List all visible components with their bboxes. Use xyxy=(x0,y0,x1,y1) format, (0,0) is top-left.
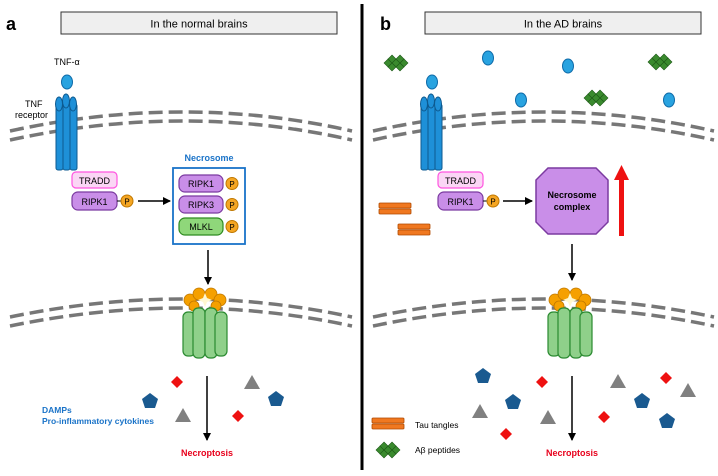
damp-red-diamond xyxy=(171,376,183,388)
damp-blue-pentagon xyxy=(475,368,491,383)
tnf-alpha-molecule xyxy=(61,74,73,90)
damp-gray-triangle xyxy=(610,374,626,388)
damp-blue-pentagon xyxy=(142,393,158,408)
legend-tau-label: Tau tangles xyxy=(415,420,458,430)
phosphate-icon xyxy=(486,194,500,208)
tnf-alpha-molecule xyxy=(663,92,675,108)
tau-tangle xyxy=(397,223,431,236)
panel-a: a In the normal brains TNF-α TNF recepto… xyxy=(6,11,353,458)
tradd-label: TRADD xyxy=(445,176,476,186)
mlkl-pore xyxy=(182,287,228,359)
tnf-receptor-label-2: receptor xyxy=(15,110,48,120)
necrosome-title: Necrosome xyxy=(184,153,233,163)
necroptosis-label: Necroptosis xyxy=(181,448,233,458)
damp-blue-pentagon xyxy=(505,394,521,409)
tnf-alpha-molecule xyxy=(515,92,527,108)
ripk1-label: RIPK1 xyxy=(81,197,107,207)
phosphate-icon xyxy=(120,194,134,208)
tnf-alpha-molecule xyxy=(562,58,574,74)
tradd-box xyxy=(437,171,484,189)
necrosome-complex-label-1: Necrosome xyxy=(547,190,596,200)
necrosome-mlkl-box xyxy=(178,217,224,236)
tnf-alpha-molecule xyxy=(426,74,438,90)
tnf-alpha-label: TNF-α xyxy=(54,57,80,67)
panel-a-header-box xyxy=(60,11,338,35)
damp-red-diamond xyxy=(598,411,610,423)
abeta-peptide xyxy=(647,53,673,71)
abeta-peptide xyxy=(583,89,609,107)
tau-tangle xyxy=(378,202,412,215)
necrosome-ripk3-label: RIPK3 xyxy=(188,200,214,210)
necrosome-mlkl-label: MLKL xyxy=(189,222,213,232)
damp-red-diamond xyxy=(536,376,548,388)
phosphate-label: P xyxy=(124,198,129,207)
damp-red-diamond xyxy=(232,410,244,422)
increase-arrow-icon xyxy=(614,165,629,236)
tnf-alpha-molecule xyxy=(482,50,494,66)
panel-b: b In the AD brains xyxy=(371,11,715,459)
mlkl-pore xyxy=(547,287,593,359)
damp-blue-pentagon xyxy=(659,413,675,428)
ripk1-label: RIPK1 xyxy=(447,197,473,207)
phosphate-icon xyxy=(225,198,239,211)
panel-a-letter: a xyxy=(6,14,17,34)
legend-abeta-icon xyxy=(375,441,401,459)
cell-membrane-bottom xyxy=(372,297,715,328)
damp-red-diamond xyxy=(660,372,672,384)
tnf-receptor xyxy=(420,93,443,171)
necroptosis-label: Necroptosis xyxy=(546,448,598,458)
damp-gray-triangle xyxy=(472,404,488,418)
cytokines-label: Pro-inflammatory cytokines xyxy=(42,416,154,426)
tnf-receptor xyxy=(55,93,78,171)
damp-blue-pentagon xyxy=(634,393,650,408)
damp-gray-triangle xyxy=(244,375,260,389)
phosphate-label: P xyxy=(229,180,234,189)
cell-membrane-top xyxy=(372,110,715,142)
phosphate-label: P xyxy=(229,201,234,210)
damp-blue-pentagon xyxy=(268,391,284,406)
panel-b-header: In the AD brains xyxy=(524,19,603,31)
tradd-box xyxy=(71,171,118,189)
damp-gray-triangle xyxy=(680,383,696,397)
legend-abeta-label: Aβ peptides xyxy=(415,445,460,455)
necrosome-ripk1-box xyxy=(178,174,224,193)
cell-membrane-bottom xyxy=(9,297,353,328)
damp-gray-triangle xyxy=(175,408,191,422)
necrosome-complex-label-2: complex xyxy=(554,202,591,212)
legend-tau-icon xyxy=(371,417,405,430)
phosphate-label: P xyxy=(490,198,495,207)
phosphate-icon xyxy=(225,177,239,190)
necrosome-complex xyxy=(535,167,609,235)
damp-gray-triangle xyxy=(540,410,556,424)
necrosome-ripk3-box xyxy=(178,195,224,214)
panel-b-header-box xyxy=(424,11,702,35)
phosphate-label: P xyxy=(229,223,234,232)
tnf-receptor-label-1: TNF xyxy=(25,99,43,109)
necrosome-ripk1-label: RIPK1 xyxy=(188,179,214,189)
damps-label: DAMPs xyxy=(42,405,72,415)
damp-red-diamond xyxy=(500,428,512,440)
phosphate-icon xyxy=(225,220,239,233)
abeta-peptide xyxy=(383,54,409,72)
panel-a-header: In the normal brains xyxy=(150,19,248,31)
tradd-label: TRADD xyxy=(79,176,110,186)
panel-b-letter: b xyxy=(380,14,391,34)
